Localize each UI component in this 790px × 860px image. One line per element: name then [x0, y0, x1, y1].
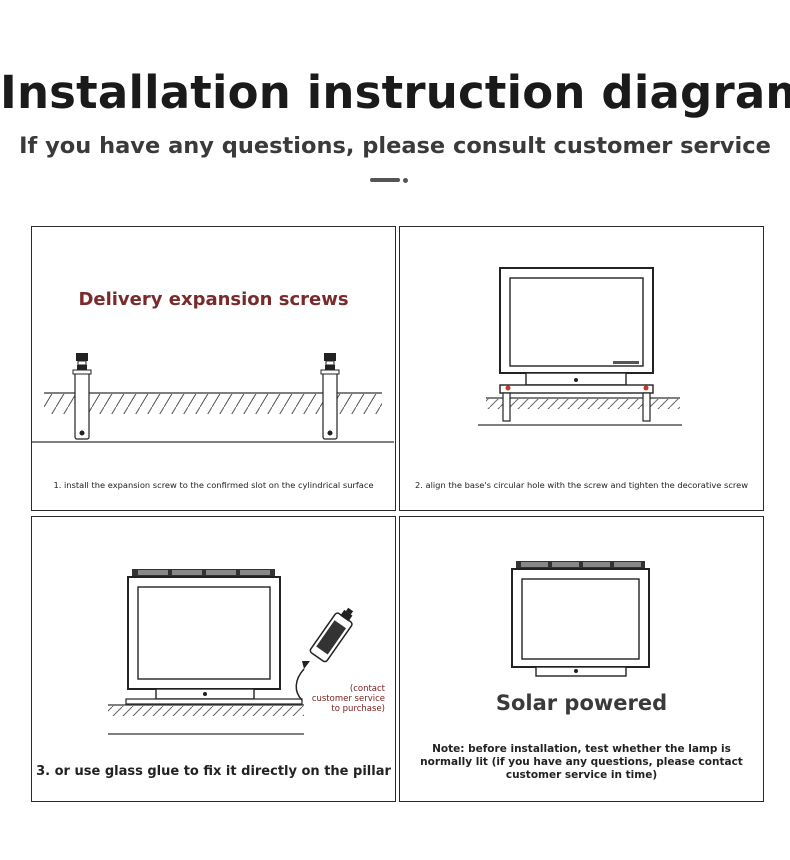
- expansion-screws-illustration: [32, 353, 394, 443]
- panel-step-1: Delivery expansion screws 1. i: [31, 226, 396, 511]
- page-title: Installation instruction diagram: [0, 66, 790, 119]
- page-subtitle: If you have any questions, please consul…: [19, 133, 771, 159]
- expansion-screw-icon: [320, 353, 340, 440]
- panel-3-caption: 3. or use glass glue to fix it directly …: [36, 764, 391, 779]
- divider-dot: [403, 178, 408, 183]
- contact-note: (contact customer service to purchase): [312, 684, 385, 714]
- panel-4-note: Note: before installation, test whether …: [410, 743, 753, 782]
- contact-line-3: to purchase): [331, 704, 385, 714]
- glue-tube-icon: [295, 607, 354, 701]
- note-line-3: customer service in time): [505, 769, 658, 781]
- note-line-2: normally lit (if you have any questions,…: [420, 756, 743, 768]
- solar-panel-icon: [132, 569, 275, 577]
- lamp-icon: [499, 267, 654, 386]
- lamp-icon: [127, 576, 281, 700]
- panel-2-caption: 2. align the base's circular hole with t…: [414, 480, 749, 490]
- divider-bar: [370, 178, 400, 182]
- note-line-1: Note: before installation, test whether …: [432, 743, 731, 755]
- panel-4-heading: Solar powered: [495, 691, 668, 715]
- lamp-icon: [511, 568, 650, 677]
- expansion-screw-icon: [72, 353, 92, 440]
- contact-line-2: customer service: [311, 694, 385, 704]
- contact-line-1: (contact: [349, 684, 385, 694]
- panel-1-heading: Delivery expansion screws: [78, 289, 349, 310]
- solar-lamp-illustration: [511, 561, 650, 677]
- panel-step-2: 2. align the base's circular hole with t…: [399, 226, 764, 511]
- panel-step-3: (contact customer service to purchase) 3…: [31, 516, 396, 802]
- solar-panel-icon: [516, 561, 645, 569]
- lamp-on-base-illustration: [478, 267, 682, 426]
- glue-fix-illustration: [108, 569, 354, 735]
- panel-step-4: Solar powered Note: before installation,…: [399, 516, 764, 802]
- panel-1-caption: 1. install the expansion screw to the co…: [53, 480, 374, 490]
